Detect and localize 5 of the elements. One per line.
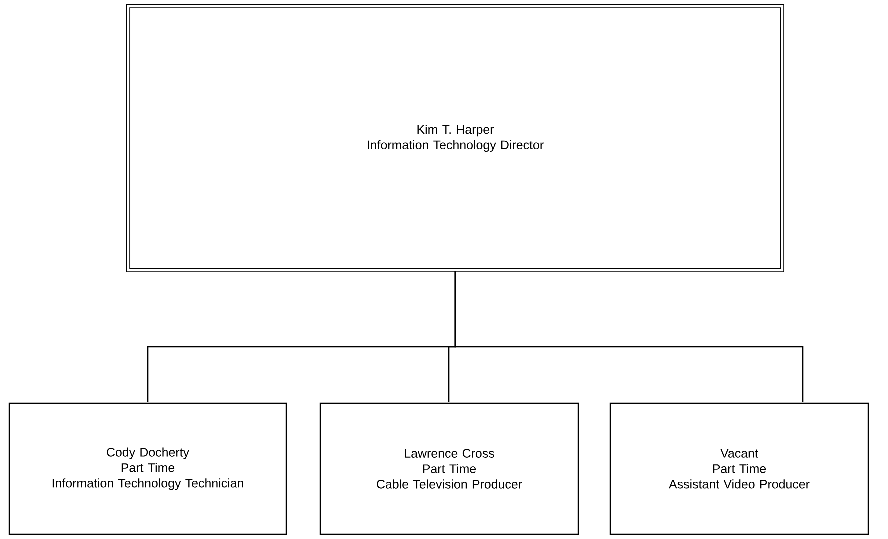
director-box: Kim T. Harper Information Technology Director	[126, 4, 784, 272]
staff-box: Cody Docherty Part Time Information Technology Technician	[8, 402, 288, 536]
staff-box: Lawrence Cross Part Time Cable Television Producer	[320, 402, 580, 536]
staff-box: Vacant Part Time Assistant Video Producer	[610, 402, 870, 536]
connector-line	[454, 270, 804, 402]
